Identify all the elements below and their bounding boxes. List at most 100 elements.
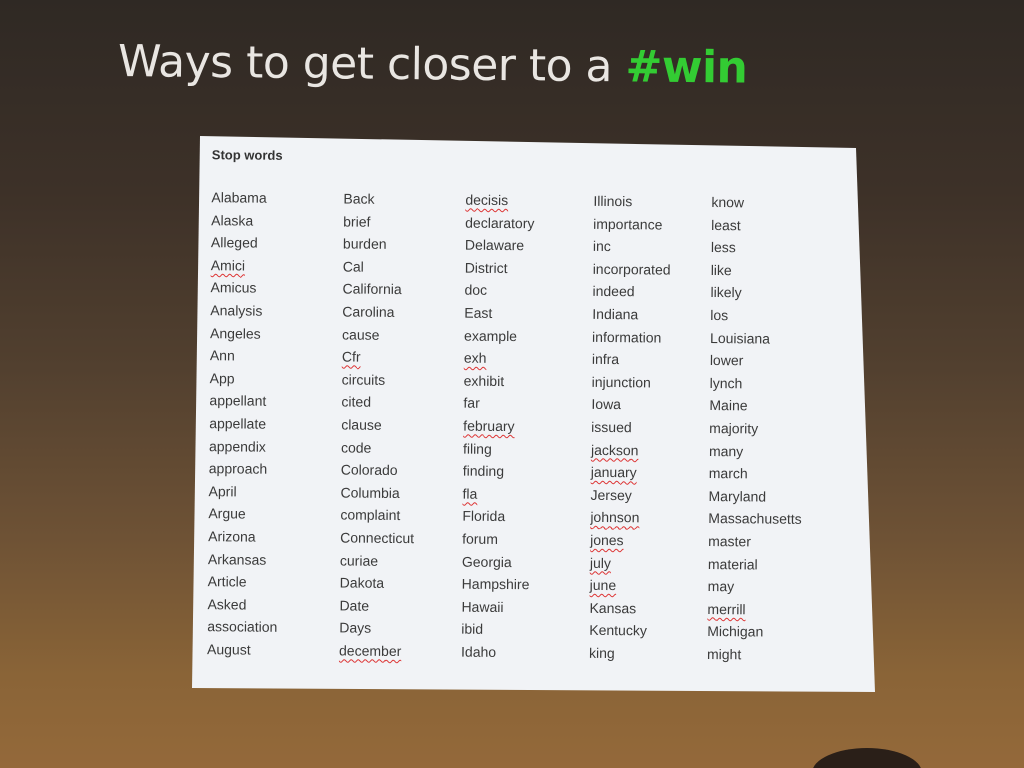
stop-word-item: Cal xyxy=(342,258,364,275)
stop-word-item: material xyxy=(707,555,758,572)
stop-word-item: Massachusetts xyxy=(708,510,802,528)
stop-word-item: Days xyxy=(339,619,372,637)
stop-word-item: may xyxy=(707,578,735,595)
stop-word-item: appendix xyxy=(208,437,266,455)
stop-word-item: Alabama xyxy=(211,189,267,206)
stop-word-item: Connecticut xyxy=(340,529,415,547)
stop-word-item: indeed xyxy=(592,283,635,300)
panel-header: Stop words xyxy=(211,147,283,163)
stop-word-item: ibid xyxy=(461,620,484,638)
stop-word-item: march xyxy=(708,465,748,482)
stop-word-item: April xyxy=(208,482,237,500)
stop-word-item: Illinois xyxy=(593,192,633,210)
stop-word-item: fla xyxy=(462,485,478,502)
slide-title-text: Ways to get closer to a xyxy=(117,36,626,93)
stop-word-item: Amici xyxy=(210,256,246,274)
stop-word-item: Michigan xyxy=(707,623,764,640)
stop-word-item: Louisiana xyxy=(710,329,771,347)
stop-word-item: association xyxy=(207,618,278,636)
stop-word-item: District xyxy=(464,259,508,276)
stop-word-item: majority xyxy=(709,419,759,437)
stop-word-item: likely xyxy=(710,284,742,301)
stop-word-item: Iowa xyxy=(591,396,622,413)
stop-word-item: injunction xyxy=(591,373,651,391)
stop-word-item: Dakota xyxy=(339,574,385,591)
stop-word-item: master xyxy=(708,532,752,550)
stop-word-item: Arizona xyxy=(208,528,256,545)
stop-word-item: California xyxy=(342,280,402,298)
stop-word-item: cited xyxy=(341,393,372,411)
stop-word-item: Columbia xyxy=(340,484,400,501)
stop-word-item: Date xyxy=(339,597,370,614)
stop-word-item: january xyxy=(590,463,637,481)
stop-word-item: incorporated xyxy=(592,260,671,278)
stop-word-item: decisis xyxy=(465,191,509,209)
stop-word-item: know xyxy=(711,193,745,211)
stop-word-item: lower xyxy=(709,352,744,369)
stop-word-item: doc xyxy=(464,281,488,299)
stop-word-item: brief xyxy=(343,213,371,230)
stop-word-item: filing xyxy=(462,440,492,457)
stop-word-item: finding xyxy=(462,462,505,480)
stop-word-item: jackson xyxy=(590,441,639,458)
stop-word-item: example xyxy=(464,327,518,344)
stop-word-item: appellant xyxy=(209,392,267,410)
stop-word-item: inc xyxy=(592,238,611,255)
slide-title: Ways to get closer to a #win xyxy=(118,36,748,94)
stop-word-item: declaratory xyxy=(465,214,535,231)
stop-word-item: might xyxy=(706,645,742,663)
stop-word-item: johnson xyxy=(590,509,640,526)
stop-word-item: king xyxy=(588,644,615,661)
stop-word-item: approach xyxy=(208,460,268,477)
stop-word-item: Idaho xyxy=(460,643,497,660)
stop-word-item: many xyxy=(708,442,744,459)
stop-word-item: december xyxy=(338,642,402,659)
stop-word-item: Back xyxy=(343,190,375,207)
stop-word-item: Amicus xyxy=(210,279,257,297)
stop-word-item: Article xyxy=(207,573,247,590)
stop-word-item: like xyxy=(710,261,732,278)
stop-word-item: Hampshire xyxy=(461,575,530,593)
stop-word-item: clause xyxy=(341,416,382,433)
stop-word-item: Colorado xyxy=(340,461,398,479)
stop-word-item: Ann xyxy=(209,347,235,364)
stop-word-item: circuits xyxy=(341,371,386,388)
stop-word-item: Cfr xyxy=(341,348,361,365)
stop-word-item: Maryland xyxy=(708,487,767,505)
stop-word-item: Florida xyxy=(462,507,506,525)
stop-word-item: Alleged xyxy=(210,234,258,251)
stop-word-item: Asked xyxy=(207,595,247,613)
stop-word-item: App xyxy=(209,369,235,387)
stop-word-item: infra xyxy=(591,351,620,368)
stop-word-item: Hawaii xyxy=(461,598,504,615)
stop-word-item: Analysis xyxy=(210,302,263,319)
stop-word-item: issued xyxy=(591,418,632,436)
stop-word-item: Kansas xyxy=(589,599,637,616)
stop-word-item: june xyxy=(589,576,617,594)
stop-word-item: merrill xyxy=(707,600,746,618)
stop-word-item: complaint xyxy=(340,506,401,524)
stop-word-item: exh xyxy=(463,349,487,366)
stop-word-item: jones xyxy=(590,531,624,549)
stop-word-item: information xyxy=(592,328,662,346)
stop-word-item: Delaware xyxy=(464,236,525,254)
stop-word-item: burden xyxy=(342,235,387,253)
stop-word-item: february xyxy=(463,417,515,435)
stop-word-item: lynch xyxy=(709,374,743,392)
stop-word-item: code xyxy=(340,438,372,456)
stop-word-item: curiae xyxy=(339,551,379,569)
stop-word-item: less xyxy=(710,239,736,256)
audience-head-silhouette xyxy=(812,748,922,768)
stop-word-item: far xyxy=(463,394,480,412)
stop-word-item: Arkansas xyxy=(207,550,267,568)
stop-word-item: appellate xyxy=(209,415,267,432)
stop-word-item: importance xyxy=(593,215,663,233)
stop-word-item: Kentucky xyxy=(589,622,647,639)
